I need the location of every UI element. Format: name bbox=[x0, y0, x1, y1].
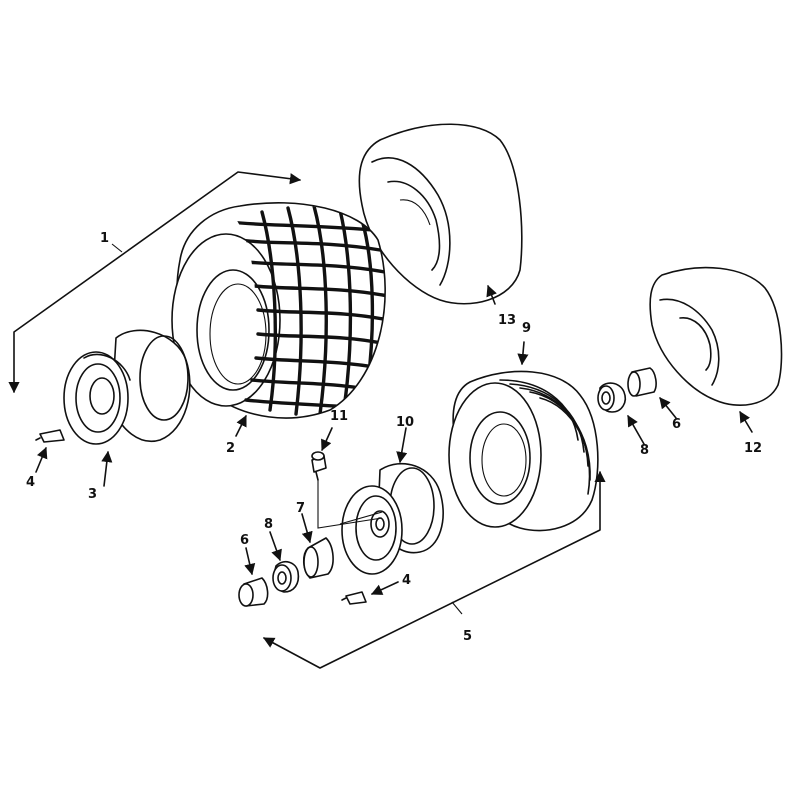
callout-13: 13 bbox=[498, 313, 516, 328]
tire-2 bbox=[171, 202, 386, 437]
callout-8-left: 8 bbox=[264, 517, 273, 532]
callout-labels: 1 2 3 4 5 6 6 7 8 8 4 9 10 11 12 13 bbox=[26, 231, 762, 644]
rim-10 bbox=[317, 427, 444, 575]
callout-1: 1 bbox=[100, 231, 109, 246]
bushing-6-left bbox=[238, 547, 269, 607]
callout-6-left: 6 bbox=[240, 533, 249, 548]
callout-2: 2 bbox=[226, 441, 235, 456]
callout-4-left: 4 bbox=[26, 475, 35, 490]
tire-9 bbox=[448, 341, 599, 532]
callout-7: 7 bbox=[296, 501, 305, 516]
callout-6-right: 6 bbox=[672, 417, 681, 432]
callout-5: 5 bbox=[463, 629, 472, 644]
callout-12: 12 bbox=[744, 441, 762, 456]
callout-8-right: 8 bbox=[640, 443, 649, 458]
tire-tube-12 bbox=[649, 266, 783, 433]
bushing-6-right bbox=[627, 367, 677, 419]
callout-9: 9 bbox=[522, 321, 531, 336]
callout-3: 3 bbox=[88, 487, 97, 502]
tire-tube-13 bbox=[358, 123, 523, 305]
callout-4-center: 4 bbox=[402, 573, 411, 588]
bracket-assembly-5 bbox=[263, 470, 606, 669]
valve-stem-4-left bbox=[35, 429, 65, 473]
callout-10: 10 bbox=[396, 415, 414, 430]
bearing-8-left bbox=[269, 531, 300, 593]
grease-fitting-11 bbox=[311, 427, 333, 481]
callout-11: 11 bbox=[330, 409, 348, 424]
bearing-8-right bbox=[597, 382, 645, 445]
valve-stem-4-center bbox=[341, 581, 399, 605]
bracket-assembly-1 bbox=[8, 171, 302, 394]
rim-3 bbox=[63, 329, 191, 487]
